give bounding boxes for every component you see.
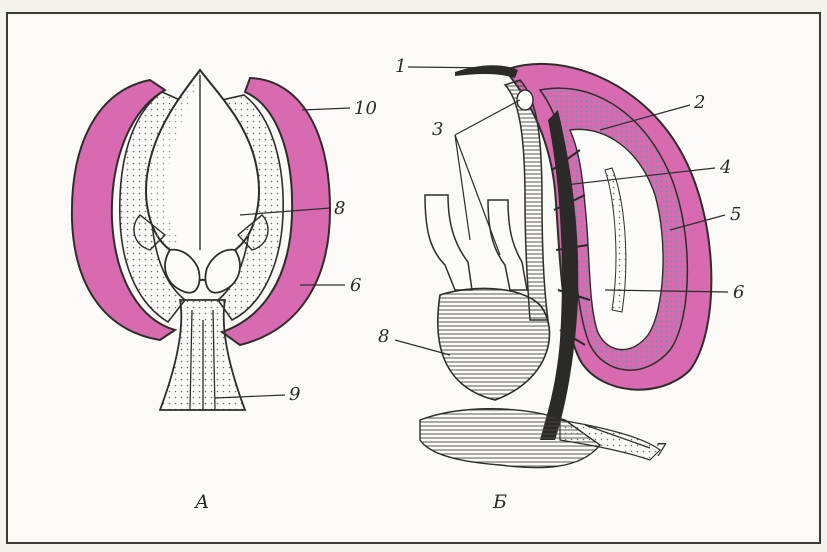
label-b-3: 3: [432, 119, 443, 140]
caption-panel-a: А: [193, 491, 209, 513]
label-b-4: 4: [719, 157, 731, 178]
panel-a-drawing: [72, 70, 350, 410]
caption-panel-b: Б: [492, 491, 507, 513]
lower-mass: [438, 288, 550, 400]
right-tube: [488, 200, 527, 290]
label-b-8: 8: [378, 326, 389, 347]
left-tube: [425, 195, 472, 290]
label-a-10: 10: [354, 98, 377, 119]
label-a-9: 9: [289, 384, 300, 405]
label-a-6: 6: [350, 275, 361, 296]
label-b-1: 1: [395, 56, 406, 77]
label-b-2: 2: [693, 92, 705, 113]
label-a-8: 8: [334, 198, 345, 219]
label-b-7: 7: [655, 440, 667, 461]
label-b-6: 6: [733, 282, 744, 303]
panel-captions: А Б: [193, 491, 507, 513]
panel-b-drawing: [395, 64, 728, 468]
label-b-5: 5: [730, 204, 741, 225]
